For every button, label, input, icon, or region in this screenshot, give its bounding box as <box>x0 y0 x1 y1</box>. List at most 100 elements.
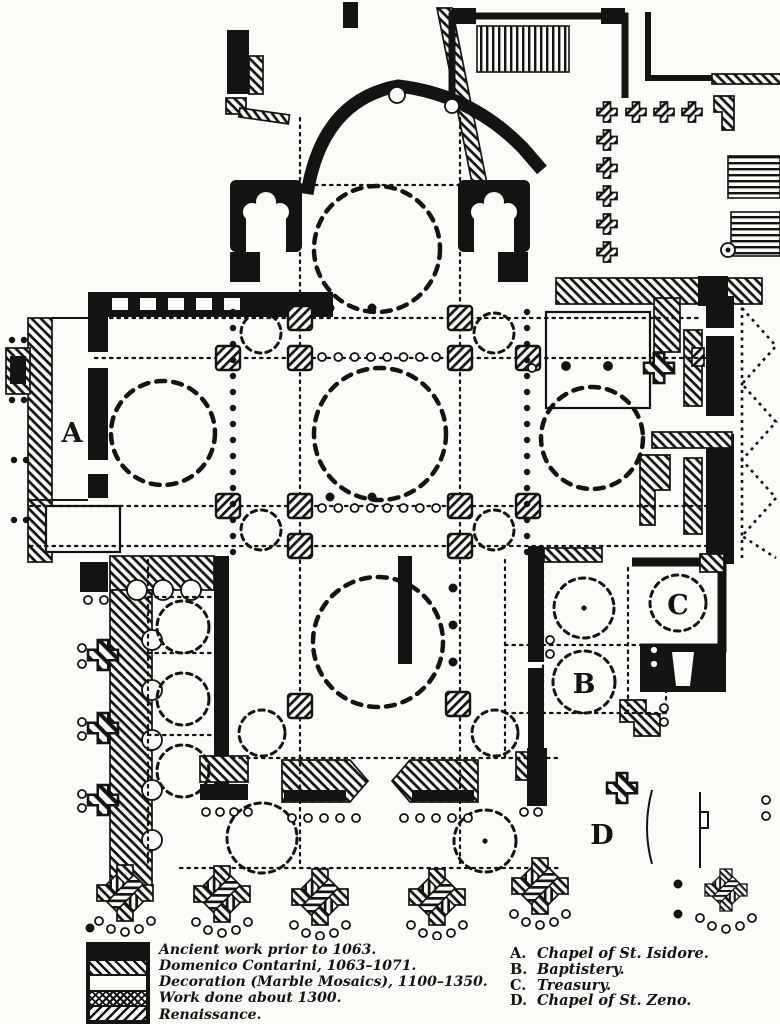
column-dot <box>8 396 16 404</box>
courtyard-cross-pier <box>596 101 618 123</box>
column-dot <box>319 813 329 823</box>
north-apse-wall <box>300 79 547 196</box>
column-dot <box>458 920 468 930</box>
column-dot <box>229 468 237 476</box>
column-dot <box>523 308 531 316</box>
column-dot <box>77 789 87 799</box>
legend-swatch-diagonal-hatch-left <box>90 959 146 975</box>
south-structures <box>199 546 709 868</box>
key-text: Baptistery. <box>537 960 625 978</box>
circle-centre-dot <box>581 605 587 611</box>
column-dot <box>229 548 237 556</box>
porch-pier <box>291 868 349 926</box>
column-dot <box>315 931 325 940</box>
column-dot <box>229 436 237 444</box>
wall-niche <box>152 579 174 601</box>
column-dot <box>77 731 87 741</box>
column-dot-large <box>673 909 683 919</box>
column-dot <box>77 643 87 653</box>
column-dot <box>695 913 705 923</box>
column-dot <box>8 336 16 344</box>
column-dot <box>523 340 531 348</box>
chapel-d-east-wall <box>699 792 709 868</box>
column-dot <box>317 503 327 513</box>
legend-swatch-diagonal-hatch-right <box>90 1004 146 1021</box>
porch-pier <box>193 865 251 923</box>
column-dot <box>523 484 531 492</box>
column-dot <box>523 436 531 444</box>
column-dot <box>446 928 456 938</box>
minor-dome-circle <box>155 671 211 727</box>
column-dot <box>549 917 559 927</box>
column-dot <box>707 921 717 931</box>
key-text: Treasury. <box>537 976 612 994</box>
north-loggia-stairs <box>476 25 570 73</box>
column-dot <box>229 308 237 316</box>
courtyard-cross-pier <box>596 241 618 263</box>
column-dot <box>229 324 237 332</box>
legend-swatch-plain-white <box>90 974 146 990</box>
plan-label-treasury: C <box>667 590 689 621</box>
column-dot <box>201 807 211 817</box>
plan-label-baptistery: B <box>573 669 596 700</box>
column-dot-large <box>448 657 458 667</box>
column-dot <box>229 532 237 540</box>
column-dot-large <box>448 620 458 630</box>
floor-plan-svg: A B C D <box>5 2 780 940</box>
legend-item: Decoration (Marble Mosaics), 1100–1350. <box>159 974 488 991</box>
column-dot <box>215 807 225 817</box>
column-dot <box>398 503 409 513</box>
column-dot <box>191 917 201 927</box>
column-dot <box>509 909 519 919</box>
plan-label-chapel-st-zeno: D <box>590 820 613 851</box>
legend-swatch-cross-hatch <box>90 989 146 1005</box>
minor-dome-circle <box>239 311 283 355</box>
column-dot <box>447 813 457 823</box>
column-dot <box>303 813 313 823</box>
column-dot <box>77 803 87 813</box>
column-dot <box>10 456 18 464</box>
minor-dome-circle <box>452 808 518 874</box>
column-dot <box>523 500 531 508</box>
dome-circle <box>108 378 218 488</box>
column-dot <box>20 396 28 404</box>
column-dots <box>8 303 771 940</box>
column-dot <box>229 500 237 508</box>
column-dot <box>399 813 409 823</box>
wall-niche <box>141 729 163 751</box>
pier-square <box>446 492 474 520</box>
cruciform-pier <box>642 351 676 385</box>
column-dot <box>22 516 30 524</box>
column-dot-large <box>561 361 571 371</box>
circle-centre-dot <box>482 838 488 844</box>
column-dot <box>535 920 545 930</box>
plan-label-chapel-st-isidore: A <box>61 418 84 449</box>
courtyard-cross-pier <box>596 185 618 207</box>
column-dot <box>659 717 669 727</box>
column-dot <box>523 324 531 332</box>
legend-item: Work done about 1300. <box>159 990 342 1007</box>
column-dot <box>301 928 311 938</box>
column-dot <box>22 456 30 464</box>
column-dot <box>120 927 130 937</box>
legend-swatch-column <box>86 942 150 1024</box>
minor-dome-circle <box>470 708 520 758</box>
column-dot <box>333 352 344 362</box>
pier-square <box>286 304 314 332</box>
atrium-inner-wall <box>214 556 229 800</box>
key-text: Chapel of St. Isidore. <box>537 945 709 962</box>
pier-square <box>446 344 474 372</box>
chapel-a-pier <box>88 368 108 460</box>
pier-square <box>214 344 242 372</box>
column-dot <box>99 595 109 605</box>
courtyard-cross-pier <box>625 101 647 123</box>
column-dot <box>523 372 531 380</box>
dome-circles <box>108 183 646 710</box>
stairs <box>730 211 780 257</box>
minor-dome-circle <box>155 599 211 655</box>
column-dot <box>229 388 237 396</box>
column-dot <box>414 352 425 362</box>
key-letter: B. <box>510 960 528 978</box>
column-dot <box>287 813 297 823</box>
column-dot <box>365 352 376 362</box>
